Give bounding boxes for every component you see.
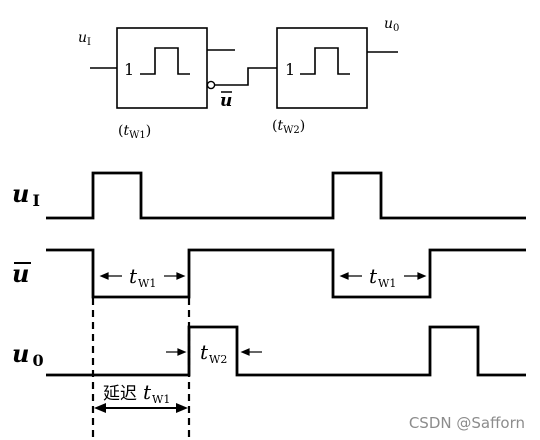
watermark-text: CSDN @Safforn — [409, 414, 525, 432]
svg-text:u: u — [12, 259, 29, 288]
waveform-uo — [46, 325, 526, 377]
tw1-label-right: tW1 — [369, 264, 396, 290]
mid-signal-label: u — [220, 91, 232, 111]
pulse-width-annotation-3: tW2 — [166, 340, 262, 366]
pulse-width-annotation-2: tW1 — [339, 264, 427, 290]
svg-text:u: u — [220, 91, 232, 111]
pulse-width-annotation-1: tW1 — [99, 264, 186, 290]
block2-digit: 1 — [285, 60, 295, 79]
circuit-output-label: u0 — [384, 16, 399, 34]
block2-caption: (tW2) — [272, 118, 305, 136]
inter-block-wire — [215, 67, 277, 86]
circuit — [90, 27, 398, 109]
monostable-block-2 — [276, 27, 368, 109]
tw2-label: tW2 — [200, 340, 227, 366]
block2-pulse-symbol — [300, 47, 350, 75]
tw1-label-left: tW1 — [129, 264, 156, 290]
row-label-u-bar: u — [12, 259, 31, 288]
block1-digit: 1 — [124, 60, 134, 79]
circuit-input-label: uI — [78, 30, 91, 48]
waveform-u-bar — [46, 248, 526, 299]
inverter-bubble — [206, 80, 216, 90]
block1-caption: (tW1) — [118, 123, 151, 141]
waveform-ui — [46, 171, 526, 220]
monostable-block-1 — [116, 27, 208, 109]
block1-pulse-symbol — [140, 47, 190, 75]
